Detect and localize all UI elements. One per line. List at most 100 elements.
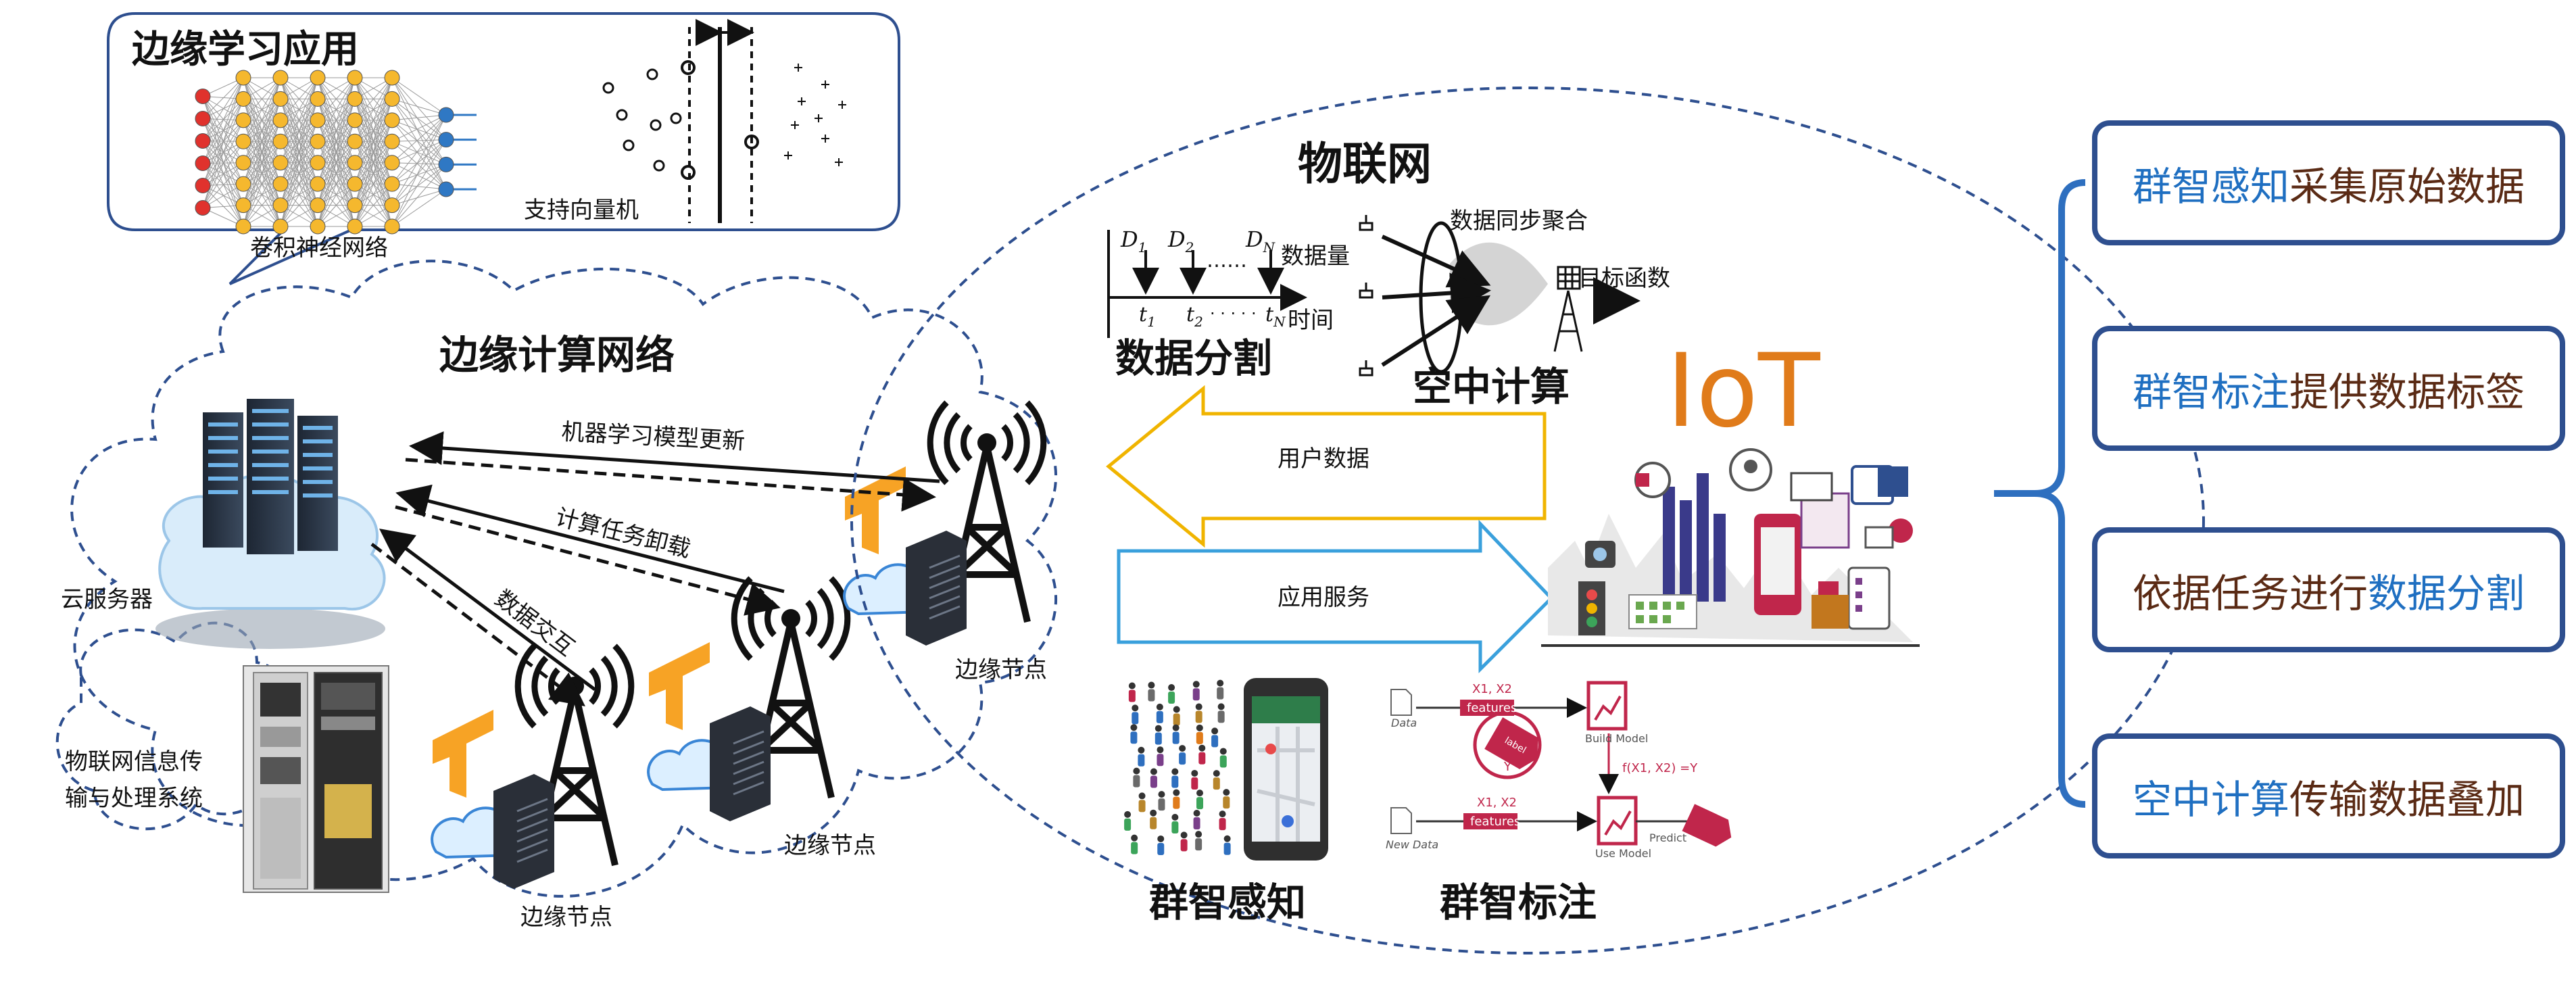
person-head (1198, 744, 1206, 752)
antenna-head-3 (977, 433, 996, 452)
cnn-node (347, 155, 363, 171)
cnn-edge (202, 163, 244, 205)
person-body (1128, 689, 1136, 702)
cnn-node (310, 133, 326, 149)
right-bracket (1994, 179, 2086, 808)
person-head (1217, 679, 1224, 687)
antenna-tower-icon-1 (531, 688, 618, 867)
cnn-edge (354, 183, 393, 227)
person-body (1180, 839, 1188, 852)
ml-data-label: Data (1391, 717, 1417, 729)
objective-label: 目标函数 (1578, 265, 1670, 292)
cnn-edge (391, 120, 447, 190)
person-head (1130, 724, 1138, 731)
person-head (1128, 682, 1136, 689)
cnn-node (195, 89, 211, 104)
person-body (1132, 712, 1139, 725)
iot-devices-illustration (1541, 448, 1920, 647)
cnn-edge (280, 77, 318, 121)
signal-wave-right-2-0 (805, 600, 817, 637)
cnn-node (195, 178, 211, 193)
person-head (1168, 684, 1175, 692)
antenna-tower-icon-3 (943, 445, 1031, 623)
person-head (1191, 769, 1198, 777)
cnn-node (438, 181, 454, 197)
cnn-edge (202, 141, 244, 208)
person-body (1172, 731, 1180, 744)
right-box-2-brown: 提供数据标签 (2289, 368, 2525, 415)
cnn-node (310, 197, 326, 214)
person-head (1133, 767, 1140, 775)
cnn-node (272, 197, 289, 214)
cnn-node (235, 197, 251, 214)
cnn-edge (317, 183, 356, 227)
cnn-edge (280, 162, 318, 227)
svg-text:D2: D2 (1167, 226, 1194, 256)
person-body (1133, 775, 1140, 788)
signal-wave-right-1-0 (589, 667, 601, 705)
cnn-edge (202, 96, 244, 163)
tensorflow-logo-icon-1 (433, 710, 493, 798)
person-head (1195, 831, 1202, 838)
person-head (1193, 810, 1200, 817)
d-sub-n: N (1263, 239, 1276, 256)
iot-system-label-line1: 物联网信息传 (65, 748, 203, 775)
person-body (1131, 842, 1138, 854)
cnn-edge (391, 164, 447, 227)
cnn-node (235, 218, 251, 235)
person-head (1157, 835, 1165, 842)
right-box-crowd-sensing: 群智感知采集原始数据 (2092, 120, 2565, 245)
person-body (1130, 731, 1138, 744)
server-slot-2-2 (733, 750, 764, 765)
signal-wave-left-3-2 (927, 400, 949, 485)
cnn-edge (391, 141, 447, 165)
person-head (1180, 831, 1188, 839)
cnn-edge (391, 98, 447, 116)
person-head (1179, 745, 1186, 752)
cnn-node (438, 107, 454, 123)
cnn-edge (391, 164, 447, 205)
cnn-node (347, 112, 363, 128)
cnn-node (310, 155, 326, 171)
cnn-edge (391, 77, 447, 165)
cnn-edge (391, 139, 447, 205)
cnn-edge (202, 118, 244, 164)
cnn-edge (391, 189, 447, 227)
svg-text:t2: t2 (1186, 303, 1203, 330)
server-slot-1-1 (516, 808, 548, 823)
person-body (1217, 710, 1225, 723)
person-body (1124, 818, 1132, 831)
person-body (1173, 796, 1180, 809)
server-slot-1-3 (516, 828, 548, 843)
server-slot-2-1 (733, 740, 764, 755)
cnn-node (310, 112, 326, 128)
cnn-node (272, 70, 289, 86)
person-body (1211, 735, 1219, 748)
cnn-edge (243, 77, 281, 121)
cnn-edge (391, 162, 447, 190)
person-head (1196, 790, 1204, 797)
person-body (1196, 731, 1203, 744)
cnn-node (384, 155, 400, 171)
iot-ellipse (850, 87, 2205, 954)
cnn-edge (391, 139, 447, 227)
person-head (1173, 789, 1180, 796)
cnn-edge (243, 141, 281, 227)
signal-wave-left-3-1 (944, 412, 961, 474)
cnn-node (384, 197, 400, 214)
person-body (1157, 842, 1165, 855)
cnn-node (235, 133, 251, 149)
cnn-node (310, 91, 326, 107)
cnn-node (235, 91, 251, 107)
cnn-edge (391, 120, 447, 165)
signal-wave-right-3-0 (1001, 424, 1013, 462)
data-split-labels: D1 D2 DN …… t1 t2 · · · · · tN (1120, 226, 1286, 330)
cnn-edge (280, 183, 318, 227)
server-slot-2-0 (733, 730, 764, 745)
svg-text:tN: tN (1265, 303, 1286, 330)
person-body (1156, 710, 1163, 723)
cnn-node (195, 133, 211, 149)
person-body (1173, 713, 1180, 726)
person-head (1195, 703, 1202, 710)
cnn-node (272, 112, 289, 128)
